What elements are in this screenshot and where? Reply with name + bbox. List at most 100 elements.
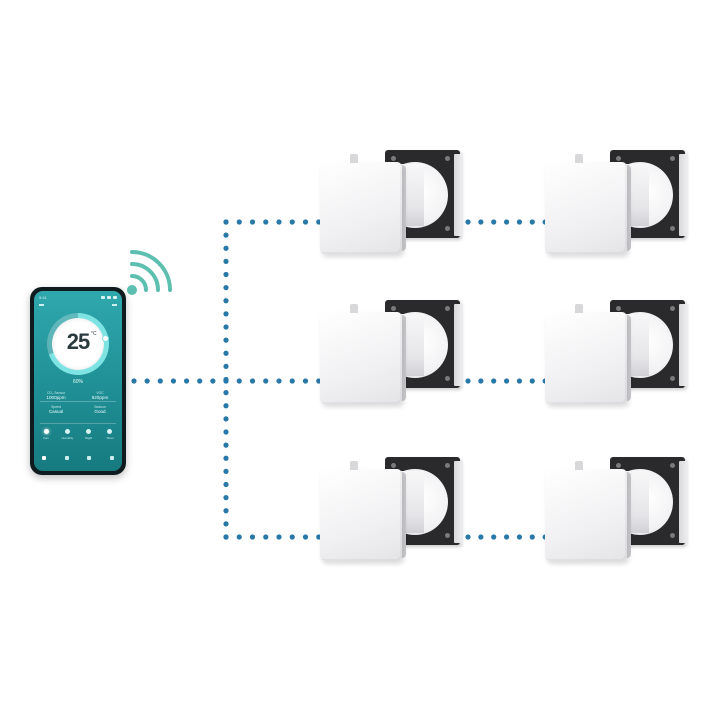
connection-dot (131, 378, 137, 384)
connection-dot (491, 378, 497, 384)
ventilation-unit-row2-left (320, 300, 470, 425)
connection-dot (276, 378, 282, 384)
cover-edge (623, 165, 631, 251)
connection-dot (223, 390, 229, 396)
connection-dot (529, 378, 535, 384)
connection-dot (263, 534, 269, 540)
home-icon[interactable] (42, 456, 46, 460)
connection-dot (197, 378, 203, 384)
connection-dot (276, 534, 282, 540)
bolt-icon (670, 376, 675, 381)
bolt-icon (670, 226, 675, 231)
connection-dot (302, 378, 309, 384)
status-time: 9:41 (39, 294, 47, 300)
stat-season: Season Good (80, 405, 120, 414)
connection-dot (223, 378, 229, 384)
connection-dot (249, 219, 256, 225)
cover-edge (398, 315, 406, 401)
status-bar: 9:41 (39, 294, 117, 300)
connection-dot (170, 378, 177, 384)
connection-dot (529, 534, 535, 540)
mode-timer-button[interactable]: Timer (102, 429, 118, 445)
menu-icon[interactable] (112, 304, 117, 306)
front-cover (320, 312, 402, 404)
connection-dot (223, 337, 229, 343)
bolt-icon (391, 463, 396, 468)
moon-icon (86, 429, 92, 434)
connection-dot (289, 219, 295, 225)
bolt-icon (670, 533, 675, 538)
stat-value: Casual (48, 409, 64, 414)
bolt-icon (670, 463, 675, 468)
connection-dot (223, 285, 229, 291)
stat-value: Good (94, 409, 106, 414)
connection-dot (157, 378, 163, 384)
back-icon[interactable] (39, 304, 44, 306)
connection-dot (223, 271, 229, 278)
bolt-icon (445, 376, 450, 381)
clock-icon (107, 429, 113, 434)
connection-dot (223, 442, 229, 448)
fan-icon (43, 429, 49, 434)
connection-dot (516, 378, 523, 384)
mode-fan-button[interactable]: Fan (38, 429, 54, 445)
mode-humidity-button[interactable]: Humidity (59, 429, 75, 445)
connection-dot (210, 378, 216, 384)
connection-dot (223, 298, 229, 304)
ventilation-unit-row3-left (320, 457, 470, 582)
connection-dot (223, 429, 229, 435)
flange-side (454, 304, 462, 386)
connection-dot (223, 219, 229, 225)
bolt-icon (391, 306, 396, 311)
dial-face: 25 °C (52, 318, 104, 370)
connection-dot (223, 350, 229, 356)
connection-dot (236, 378, 242, 384)
connection-dot (223, 508, 229, 514)
connection-dot (223, 534, 229, 540)
connection-dot (276, 219, 282, 225)
temperature-dial[interactable]: 25 °C (47, 313, 109, 375)
app-screen: 9:41 25 °C 60% CO₂ Sensor 1000ppm VOC (34, 291, 122, 471)
connection-dot (465, 219, 471, 225)
stat-label: Speed (51, 405, 61, 409)
profile-icon[interactable] (109, 456, 114, 460)
connection-dot (249, 378, 256, 384)
bolt-icon (391, 156, 396, 161)
bolt-icon (616, 306, 621, 311)
status-icons (101, 295, 117, 299)
connection-dot (491, 534, 497, 540)
connection-dot (503, 534, 510, 540)
connection-dot (491, 219, 497, 225)
humidity-value: 60% (72, 379, 83, 385)
front-cover (320, 469, 402, 561)
flange-side (679, 304, 687, 386)
bolt-icon (445, 306, 450, 311)
dial-knob[interactable] (102, 335, 109, 342)
cover-edge (398, 165, 406, 251)
connection-dot (223, 468, 229, 474)
devices-icon[interactable] (64, 456, 69, 460)
connection-dot (503, 378, 510, 384)
sensor-nub (350, 461, 358, 470)
front-cover (545, 162, 627, 254)
sensor-nub (575, 304, 583, 313)
bolt-icon (445, 533, 450, 538)
scenes-icon[interactable] (87, 456, 92, 460)
mode-bar: Fan Humidity Night Timer (38, 429, 118, 445)
mode-night-button[interactable]: Night (81, 429, 97, 445)
connection-dot (223, 311, 229, 317)
front-cover (320, 162, 402, 254)
connection-dot (516, 534, 523, 540)
mode-label: Night (85, 436, 93, 440)
stat-label: VOC (96, 391, 104, 395)
flange-side (454, 461, 462, 543)
mode-label: Humidity (61, 436, 74, 440)
connection-dot (223, 245, 229, 251)
sensor-nub (350, 304, 358, 313)
connection-dot (478, 219, 484, 225)
front-cover (545, 312, 627, 404)
stat-co2: CO₂ Sensor 1000ppm (36, 391, 76, 400)
stat-label: Season (94, 405, 106, 409)
stat-voc: VOC 620ppm (80, 391, 120, 400)
